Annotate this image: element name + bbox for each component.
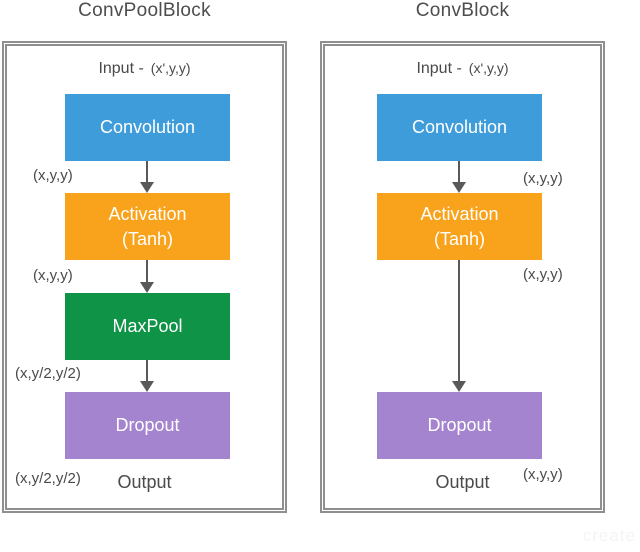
arrow-conv-to-activation bbox=[140, 161, 154, 193]
edge-shape-label: (x,y,y) bbox=[523, 266, 563, 283]
edge-shape-label: (x,y/2,y/2) bbox=[15, 365, 81, 382]
edge-shape-label: (x,y,y) bbox=[33, 267, 73, 284]
arrow-line bbox=[146, 360, 148, 381]
input-label: Input - bbox=[98, 60, 144, 77]
activation-node-label: Activation bbox=[108, 203, 187, 224]
activation-node-label: Activation bbox=[420, 203, 499, 224]
convolution-node: Convolution bbox=[65, 94, 230, 161]
arrow-line bbox=[146, 161, 148, 182]
edge-shape-label: (x,y,y) bbox=[33, 167, 73, 184]
dropout-node-label: Dropout bbox=[115, 415, 180, 435]
activation-node: Activation (Tanh) bbox=[65, 193, 230, 260]
arrow-down-icon bbox=[140, 182, 154, 193]
maxpool-node: MaxPool bbox=[65, 293, 230, 360]
input-label: Input - bbox=[416, 60, 462, 77]
arrow-maxpool-to-dropout bbox=[140, 360, 154, 392]
output-label: Output bbox=[117, 472, 172, 492]
convpoolblock-panel: Input - (x',y,y) Convolution (x,y,y) Acti… bbox=[2, 41, 287, 513]
arrow-down-icon bbox=[140, 282, 154, 293]
input-row: Input - (x',y,y) bbox=[7, 60, 282, 78]
arrow-activation-to-maxpool bbox=[140, 260, 154, 293]
activation-node-sublabel: (Tanh) bbox=[121, 228, 174, 249]
edge-shape-label: (x,y,y) bbox=[523, 170, 563, 187]
convblock-panel: Input - (x',y,y) Convolution (x,y,y) Acti… bbox=[320, 41, 605, 513]
arrow-down-icon bbox=[140, 381, 154, 392]
output-label: Output bbox=[435, 472, 490, 492]
output-shape-label: (x,y,y) bbox=[523, 466, 563, 483]
maxpool-node-label: MaxPool bbox=[112, 316, 183, 336]
output-shape-label: (x,y/2,y/2) bbox=[15, 470, 81, 487]
arrow-down-icon bbox=[452, 381, 466, 392]
convolution-node-label: Convolution bbox=[411, 117, 508, 137]
activation-node: Activation (Tanh) bbox=[377, 193, 542, 260]
convolution-node: Convolution bbox=[377, 94, 542, 161]
arrow-line bbox=[146, 260, 148, 282]
input-row: Input - (x',y,y) bbox=[325, 60, 600, 78]
dropout-node: Dropout bbox=[377, 392, 542, 459]
convolution-node-label: Convolution bbox=[99, 117, 196, 137]
diagram-title-convblock: ConvBlock bbox=[415, 0, 510, 21]
arrow-conv-to-activation bbox=[452, 161, 466, 193]
dropout-node: Dropout bbox=[65, 392, 230, 459]
input-shape-label: (x',y,y) bbox=[150, 60, 191, 76]
diagram-title-convpoolblock: ConvPoolBlock bbox=[78, 0, 211, 21]
dropout-node-label: Dropout bbox=[427, 415, 492, 435]
activation-node-sublabel: (Tanh) bbox=[433, 228, 486, 249]
input-shape-label: (x',y,y) bbox=[468, 60, 509, 76]
arrow-line bbox=[458, 161, 460, 182]
arrow-line bbox=[458, 260, 460, 381]
watermark: create bbox=[582, 526, 636, 545]
arrow-down-icon bbox=[452, 182, 466, 193]
arrow-activation-to-dropout bbox=[452, 260, 466, 392]
